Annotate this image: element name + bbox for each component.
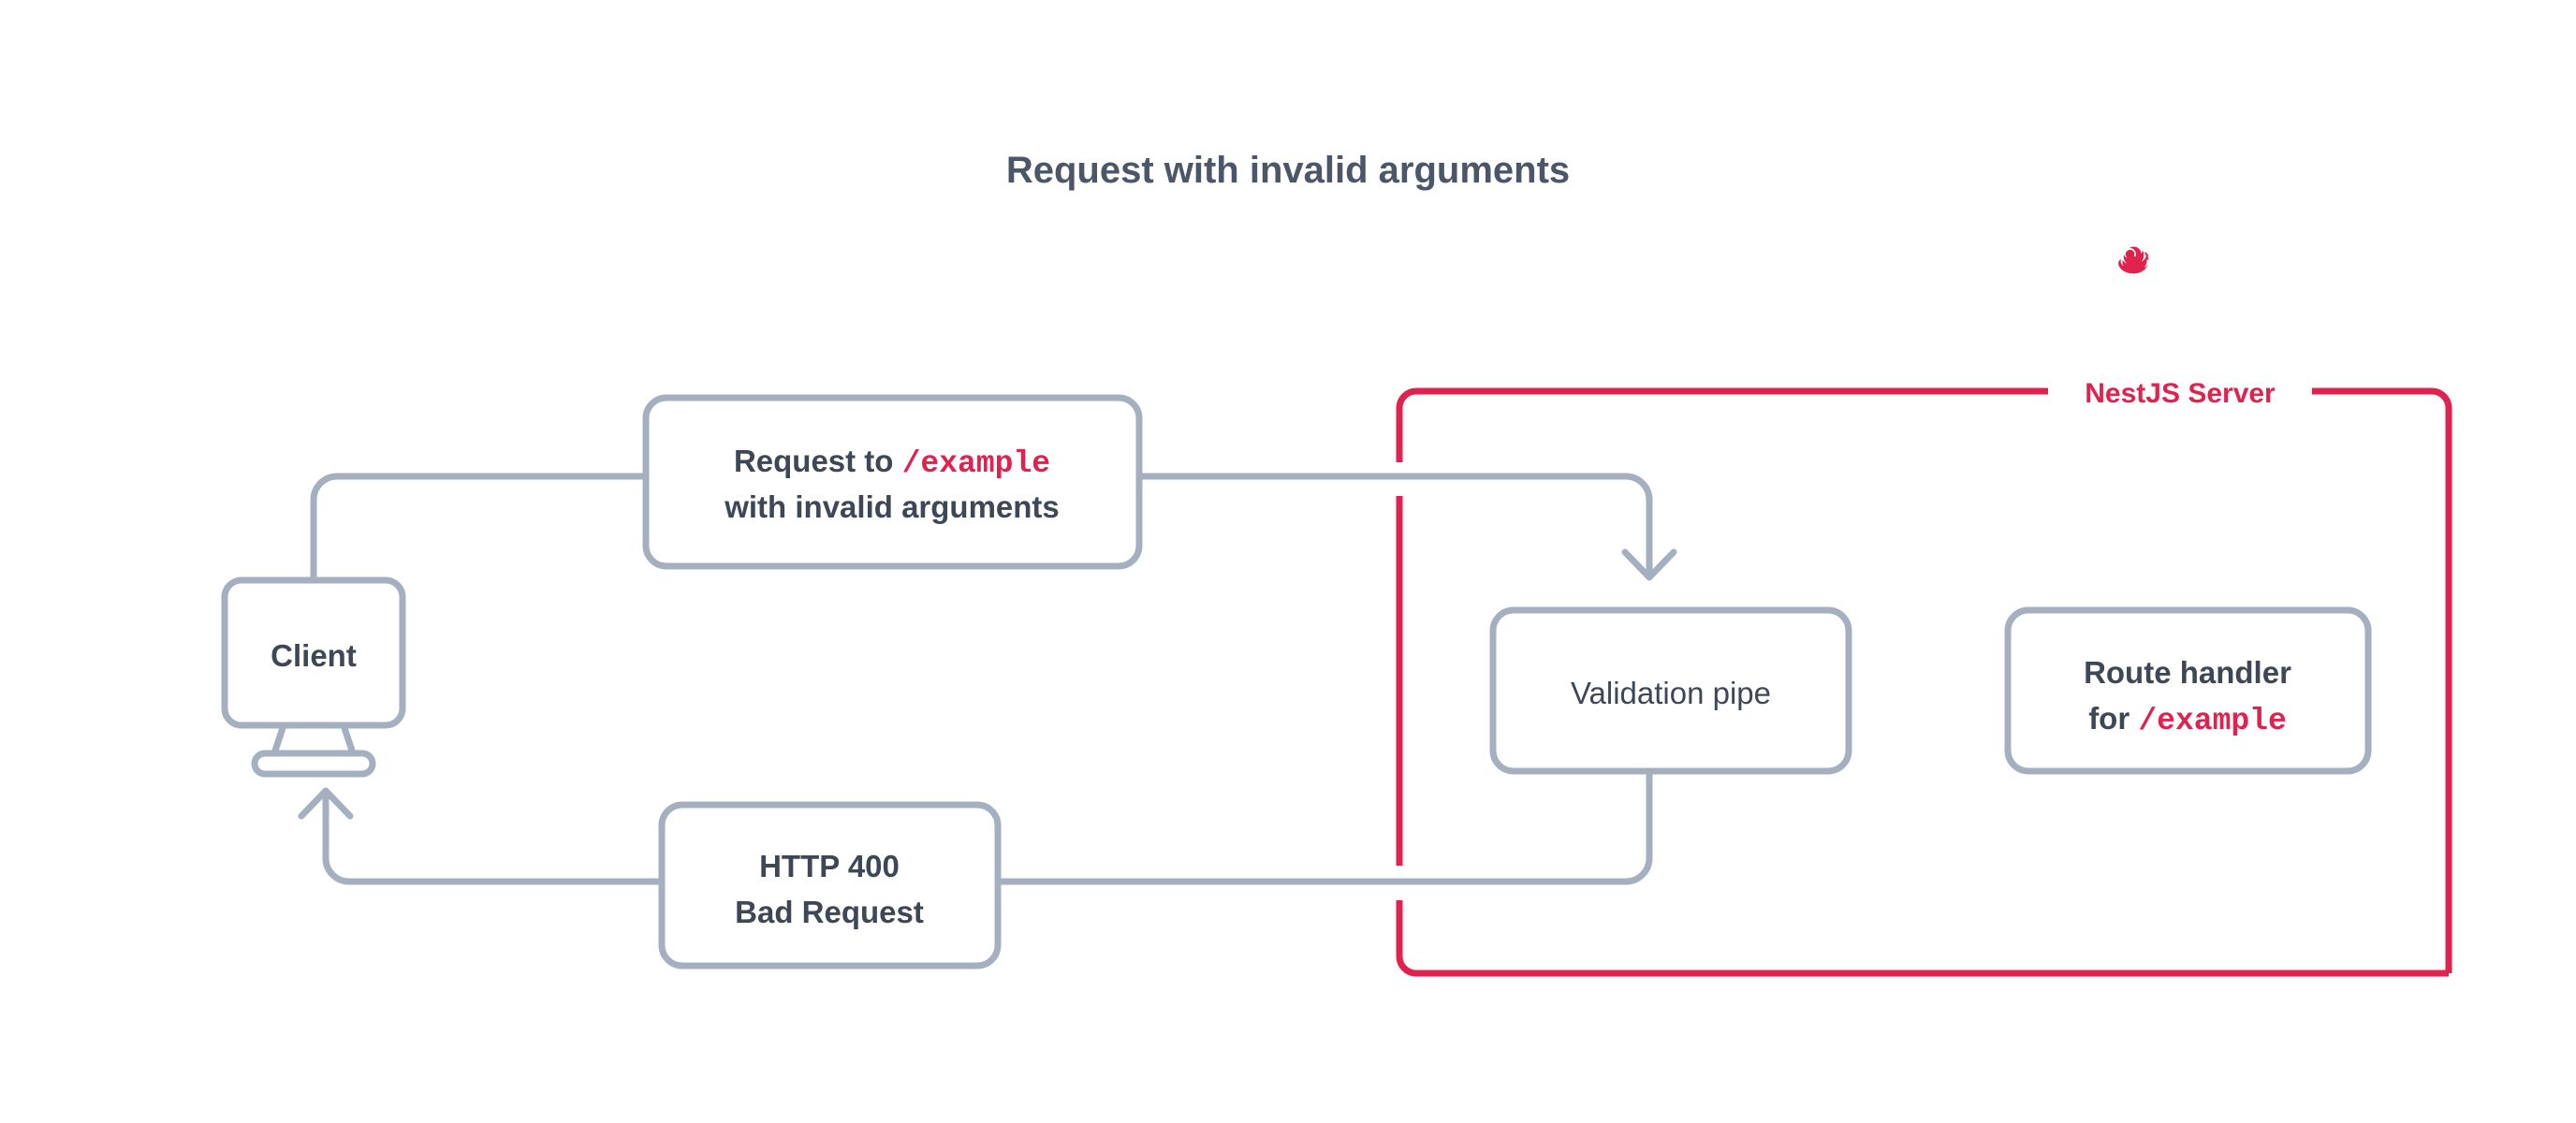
route-handler-line-2-code: /example <box>2138 704 2286 738</box>
monitor-stand-icon <box>271 722 357 757</box>
server-boundary-top-right <box>2312 387 2452 973</box>
nestjs-cat-logo <box>2118 246 2149 274</box>
request-node[interactable]: Request to /example with invalid argumen… <box>642 394 1143 570</box>
response-node[interactable]: HTTP 400 Bad Request <box>658 801 1002 970</box>
response-line-1: HTTP 400 <box>759 849 900 883</box>
route-handler-line-2-prefix: for <box>2088 701 2138 736</box>
request-line-1-code: /example <box>902 446 1050 481</box>
monitor-base-icon <box>251 750 376 778</box>
client-node[interactable]: Client <box>221 576 406 778</box>
validation-pipe-label: Validation pipe <box>1571 676 1771 710</box>
response-box <box>658 801 1002 970</box>
monitor-icon <box>221 576 406 729</box>
arrowhead-into-validation-icon <box>1621 548 1677 581</box>
route-handler-line-2: for /example <box>2088 701 2287 738</box>
client-label: Client <box>271 638 357 673</box>
route-handler-box <box>2004 606 2372 775</box>
edge-response-to-client <box>322 794 662 885</box>
validation-pipe-box <box>1489 606 1852 775</box>
arrowhead-into-client-icon <box>298 787 354 820</box>
edge-client-to-request <box>310 473 646 580</box>
request-box <box>642 394 1143 570</box>
request-line-1-prefix: Request to <box>734 444 902 478</box>
validation-pipe-node[interactable]: Validation pipe <box>1489 606 1852 775</box>
route-handler-line-1: Route handler <box>2084 655 2291 690</box>
route-handler-node[interactable]: Route handler for /example <box>2004 606 2372 775</box>
diagram-title: Request with invalid arguments <box>1006 150 1570 191</box>
edge-validation-to-response <box>998 771 1653 885</box>
edge-request-to-validation <box>1139 473 1653 573</box>
server-boundary-top-left <box>1396 387 2048 419</box>
server-boundary-left-lower-bottom <box>1396 900 2449 977</box>
server-label: NestJS Server <box>2085 378 2276 409</box>
request-line-2: with invalid arguments <box>724 489 1060 524</box>
request-line-1: Request to /example <box>734 444 1050 481</box>
response-line-2: Bad Request <box>735 895 924 929</box>
